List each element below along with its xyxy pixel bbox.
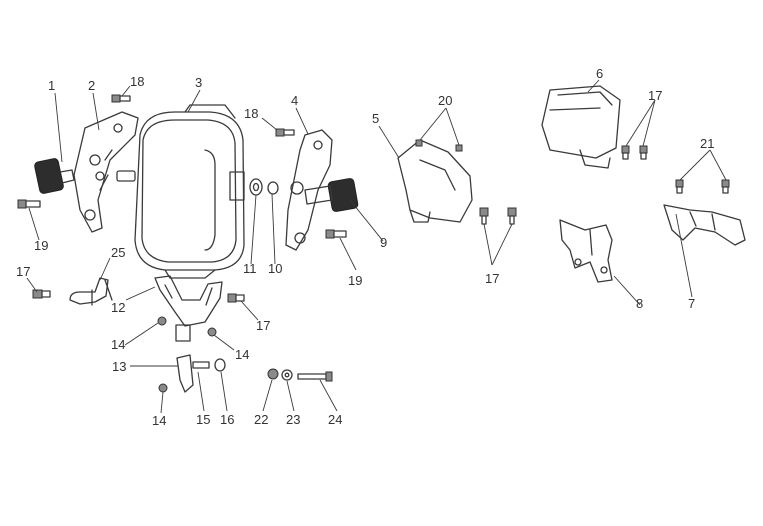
right-bracket (285, 129, 333, 251)
callout-17-topright: 17 (648, 88, 662, 103)
callout-5: 5 (372, 111, 379, 126)
bolts-17-pair (479, 207, 517, 225)
callout-9: 9 (380, 235, 387, 250)
visor-7 (663, 204, 746, 246)
nuts-14 (157, 316, 217, 393)
bolts-18 (111, 94, 295, 137)
callout-23: 23 (286, 412, 300, 427)
callout-8: 8 (636, 296, 643, 311)
callout-18-left: 18 (130, 74, 144, 89)
right-knob (304, 178, 359, 212)
washers (249, 178, 279, 196)
callout-3: 3 (195, 75, 202, 90)
meter-6 (541, 85, 621, 169)
callout-6: 6 (596, 66, 603, 81)
callout-16: 16 (220, 412, 234, 427)
callout-18-mid: 18 (244, 106, 258, 121)
bolt-17-mid (227, 293, 245, 303)
callout-14-lower: 14 (152, 413, 166, 428)
hardware-22-24 (267, 368, 333, 382)
callout-20: 20 (438, 93, 452, 108)
callout-25: 25 (111, 245, 125, 260)
callout-14-upper: 14 (111, 337, 125, 352)
callout-10: 10 (268, 261, 282, 276)
bolts-19 (17, 199, 347, 239)
callout-15: 15 (196, 412, 210, 427)
callout-22: 22 (254, 412, 268, 427)
headlight-assembly (134, 104, 245, 279)
callout-19-left: 19 (34, 238, 48, 253)
callout-2: 2 (88, 78, 95, 93)
callout-14-right: 14 (235, 347, 249, 362)
bolts-17-right (621, 145, 648, 160)
callout-1: 1 (48, 78, 55, 93)
bolts-21 (675, 179, 730, 194)
callout-24: 24 (328, 412, 342, 427)
callout-11: 11 (243, 261, 257, 276)
callout-12: 12 (111, 300, 125, 315)
mount-parts (176, 354, 226, 393)
callout-4: 4 (291, 93, 298, 108)
cover-5 (397, 139, 473, 223)
callout-19-right: 19 (348, 273, 362, 288)
callout-17-middle: 17 (485, 271, 499, 286)
leader-lines (26, 79, 727, 414)
callout-17-left: 17 (16, 264, 30, 279)
callout-13: 13 (112, 359, 126, 374)
bracket-8 (559, 219, 613, 283)
left-bracket (73, 111, 139, 233)
callout-21: 21 (700, 136, 714, 151)
callout-labels: 1 2 18 3 18 4 5 20 6 17 21 19 11 10 9 19… (16, 66, 714, 428)
callout-7: 7 (688, 296, 695, 311)
lower-bracket (154, 275, 223, 342)
callout-17-lower: 17 (256, 318, 270, 333)
bolt-17-left (32, 289, 51, 299)
clip-25 (69, 277, 113, 306)
left-knob (34, 158, 136, 194)
